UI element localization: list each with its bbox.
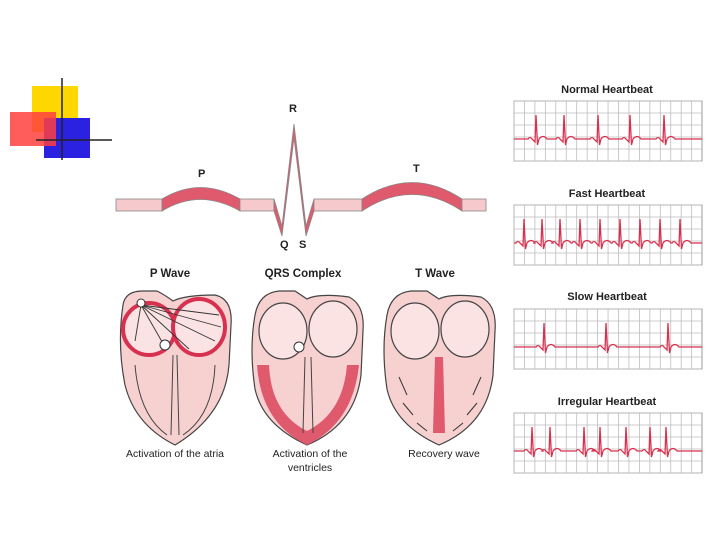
heart-qrs-complex (251, 290, 364, 446)
left-atrium (308, 300, 358, 358)
ventricle-activation (257, 365, 359, 445)
left-atrium (440, 300, 490, 358)
ecg-trace (514, 426, 702, 458)
strip-title-irregular: Irregular Heartbeat (557, 396, 657, 408)
baseline-segment-1 (115, 198, 163, 212)
heart-p-wave (119, 290, 232, 446)
left-atrium (171, 297, 227, 357)
heart-title-p-wave: P Wave (149, 268, 191, 280)
ecg-trace (514, 322, 702, 354)
conduction-arrows (134, 304, 222, 350)
right-atrium (390, 302, 440, 360)
label-r: R (289, 103, 297, 115)
label-q: Q (280, 239, 289, 251)
label-t: T (413, 163, 420, 175)
ecg-strip-slow (513, 308, 703, 370)
septum (302, 356, 314, 434)
recovery-arrows (398, 376, 482, 432)
caption-qrs-line2: ventricles (287, 462, 333, 474)
corner-decoration (10, 78, 112, 160)
sa-node (136, 298, 146, 308)
av-node (159, 339, 171, 351)
septum (170, 354, 180, 436)
heart-title-t-wave: T Wave (415, 268, 455, 280)
caption-t-wave: Recovery wave (408, 448, 480, 460)
ventricle-right (182, 364, 216, 436)
ecg-ribbon (115, 123, 487, 237)
caption-p-wave: Activation of the atria (125, 448, 225, 460)
ecg-trace (514, 114, 702, 146)
heart-t-wave (383, 290, 496, 446)
ecg-strip-normal (513, 100, 703, 162)
strip-title-normal: Normal Heartbeat (561, 84, 653, 96)
ventricle-left (134, 364, 168, 436)
ecg-strip-fast (513, 204, 703, 266)
ecg-trace (514, 218, 702, 250)
p-wave (161, 187, 241, 212)
baseline-segment-3 (313, 198, 363, 212)
av-node (293, 341, 305, 353)
heart-title-qrs: QRS Complex (264, 268, 342, 280)
baseline-segment-2 (239, 198, 275, 212)
caption-qrs-line1: Activation of the (272, 448, 348, 460)
label-s: S (299, 239, 307, 251)
strip-title-slow: Slow Heartbeat (567, 291, 647, 303)
label-p: P (198, 168, 206, 180)
ecg-strip-irregular (513, 412, 703, 474)
t-wave (361, 182, 463, 212)
qrs-complex (273, 123, 315, 237)
ecg-strips (513, 100, 703, 474)
strip-title-fast: Fast Heartbeat (568, 188, 646, 200)
baseline-segment-4 (461, 198, 487, 212)
septum-recovery (433, 357, 445, 433)
